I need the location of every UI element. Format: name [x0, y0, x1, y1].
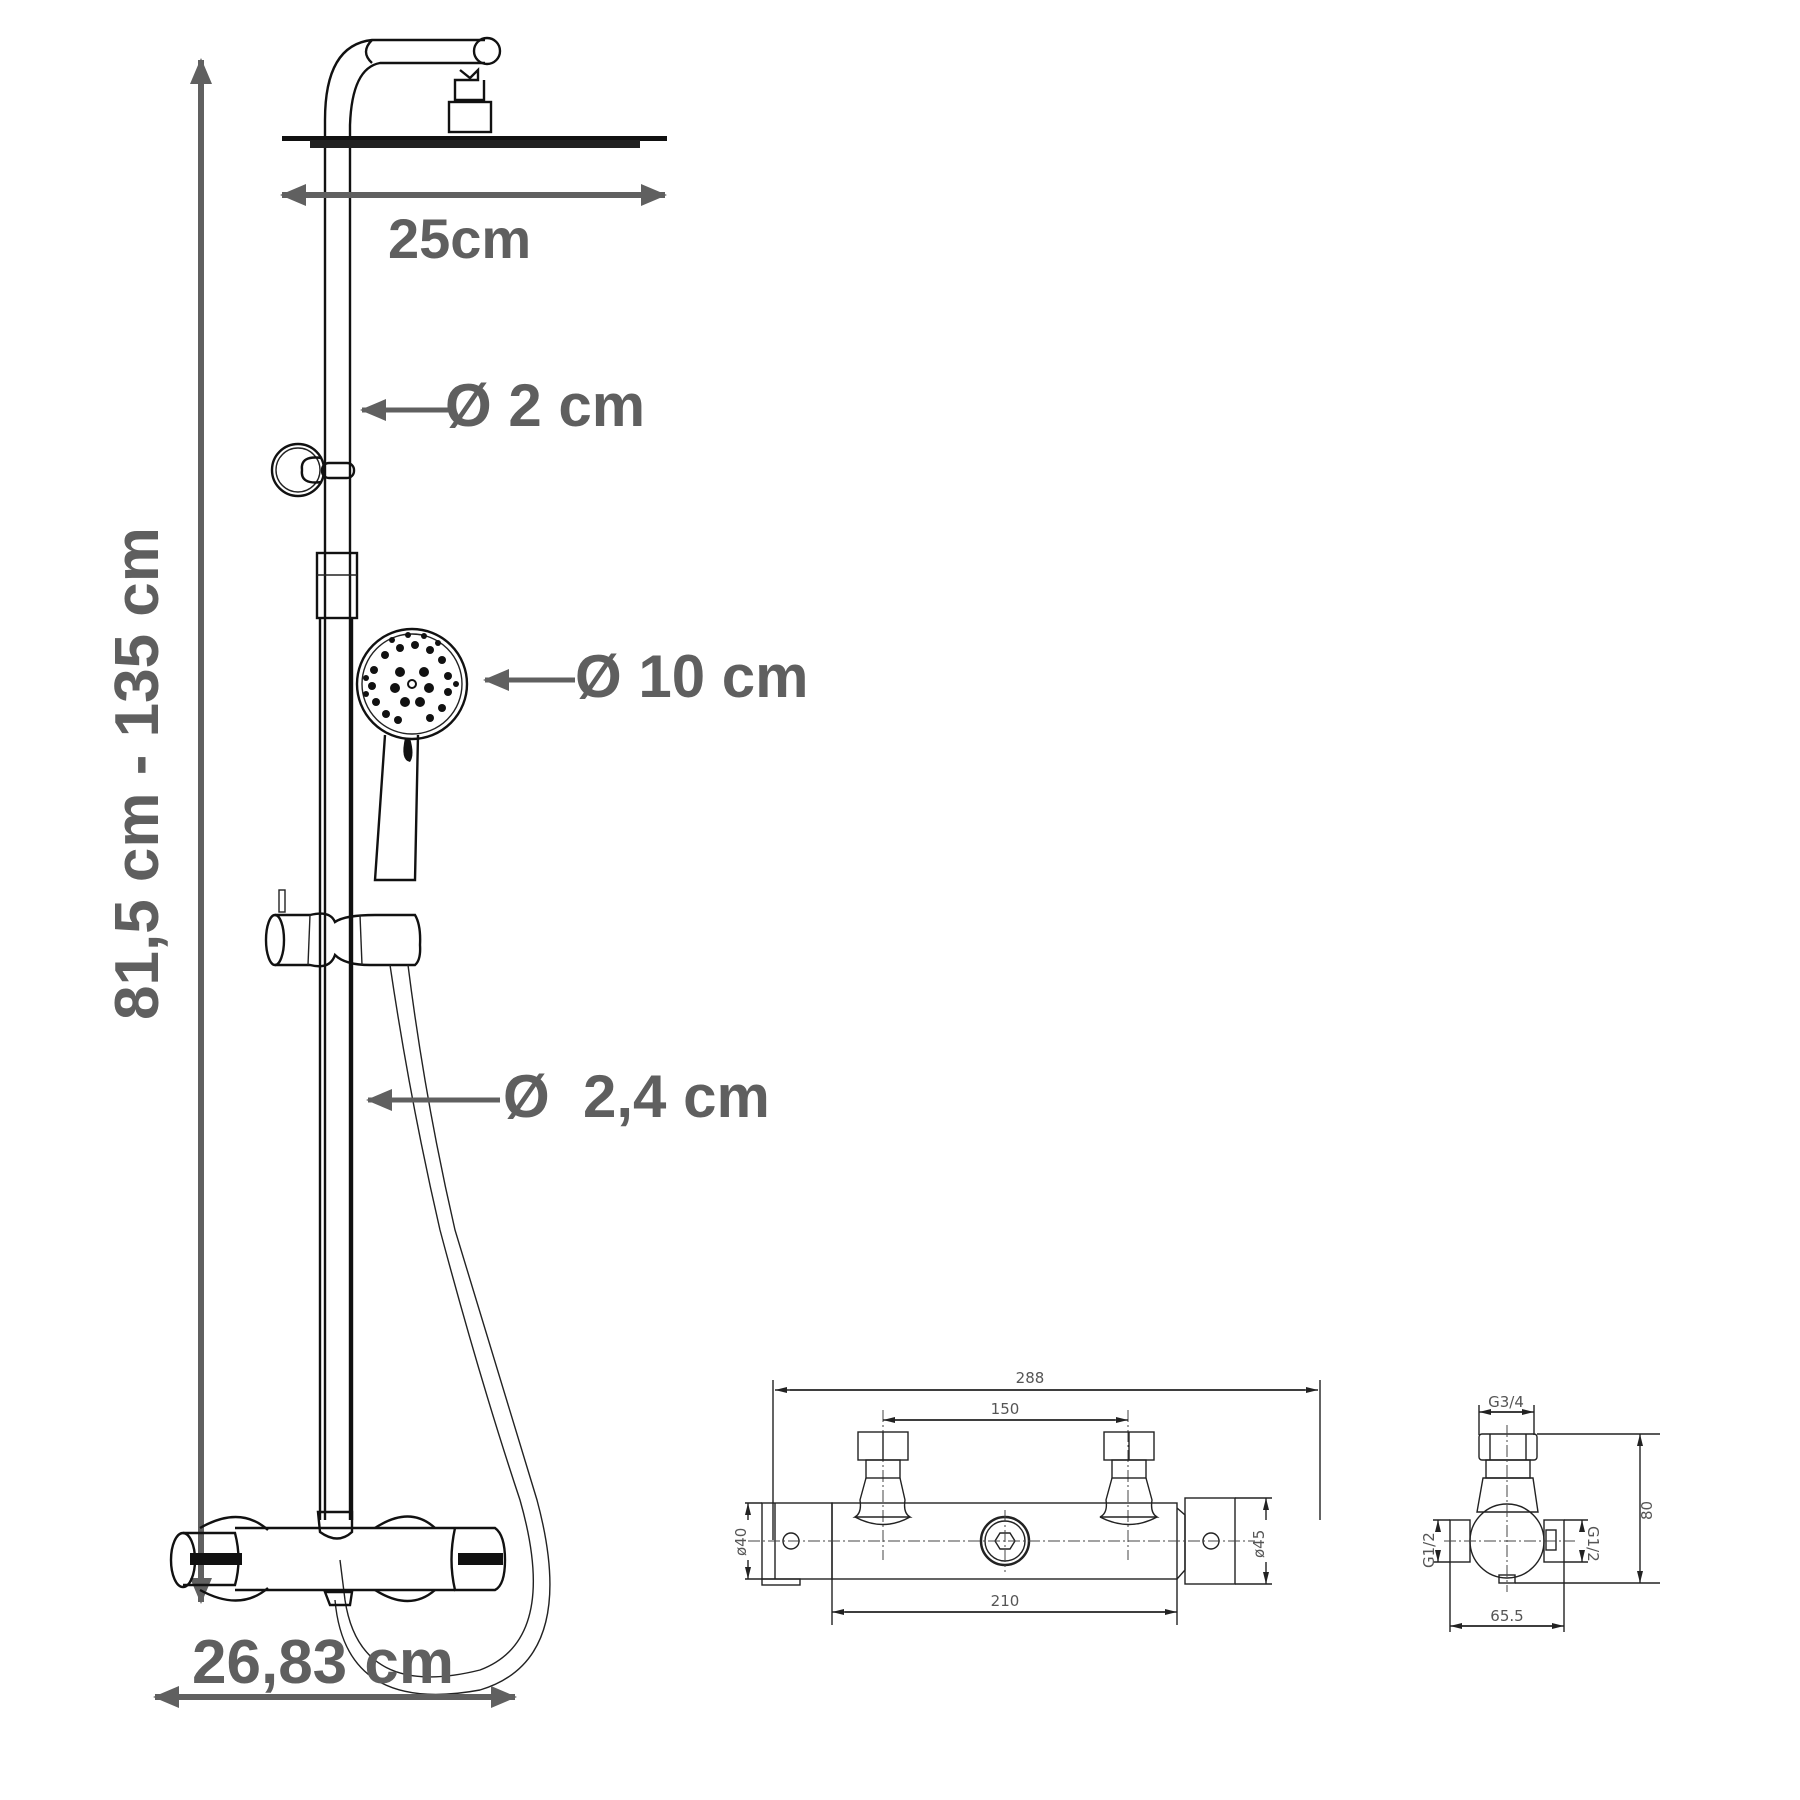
hand-shower-diameter-label: Ø 10 cm: [575, 643, 808, 710]
lower-pipe-diameter-label: Ø 2,4 cm: [503, 1063, 770, 1130]
top-thread-dim: G3/4: [1488, 1393, 1524, 1411]
width-dim: 65.5: [1490, 1607, 1523, 1625]
valve-side-view: G3/4 G1/2 G1/2: [1420, 1393, 1660, 1632]
slider-holder: [264, 889, 422, 968]
right-thread-dim: G1/2: [1584, 1526, 1602, 1562]
upper-pipe-outline-left: [323, 38, 485, 1520]
arm-joint: [472, 36, 502, 66]
valve-front-view: 288 150: [732, 1369, 1321, 1625]
overall-length-dim: 288: [1016, 1369, 1045, 1387]
inlet-spacing-dim: 150: [991, 1400, 1020, 1418]
height-range-label: 81,5 cm - 135 cm: [103, 527, 172, 1020]
shower-hose: [339, 964, 535, 1678]
upper-pipe-diameter-label: Ø 2 cm: [445, 372, 645, 439]
valve-width-label: 26,83 cm: [192, 1628, 454, 1697]
left-diameter-dim: ø40: [732, 1528, 750, 1556]
right-diameter-dim: ø45: [1250, 1530, 1268, 1558]
rain-shower-head: [310, 140, 640, 148]
hand-shower: [355, 627, 469, 882]
shower-column-drawing: 25cm Ø 2 cm: [103, 36, 808, 1708]
head-width-label: 25cm: [388, 207, 531, 270]
wall-bracket: [270, 442, 326, 498]
body-length-dim: 210: [991, 1592, 1020, 1610]
height-dim: 80: [1638, 1501, 1656, 1520]
left-thread-dim: G1/2: [1420, 1532, 1438, 1568]
thermostatic-valve: [169, 1510, 507, 1607]
pipe-coupling: [315, 551, 359, 620]
